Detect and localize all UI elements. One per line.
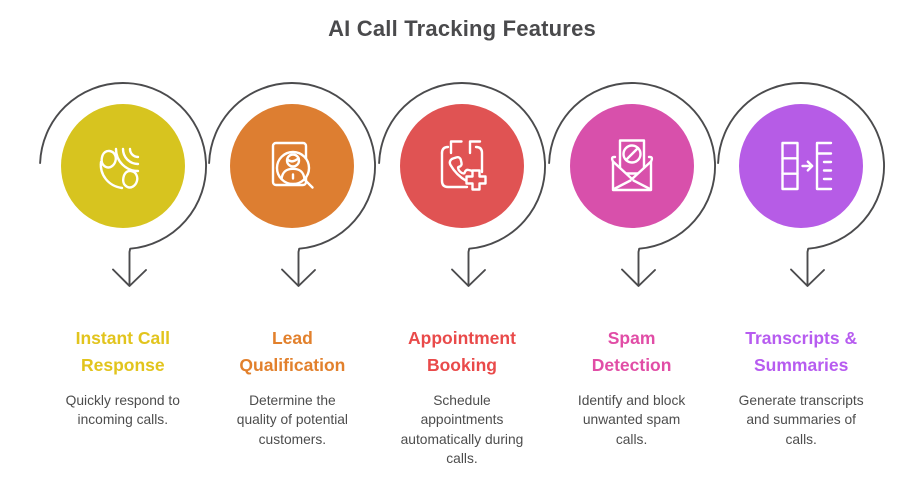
feature-heading: Appointment Booking xyxy=(408,328,516,376)
loop-arrow xyxy=(547,82,716,287)
feature-graphic xyxy=(547,82,716,287)
feature-description: Identify and block unwanted spam calls. xyxy=(577,392,686,447)
feature-column-appointment-booking: Appointment Booking Schedule appointment… xyxy=(377,74,547,468)
feature-graphic xyxy=(38,82,207,287)
feature-description: Quickly respond to incoming calls. xyxy=(65,392,180,428)
profile-magnifier-icon xyxy=(272,141,315,189)
feature-description: Determine the quality of potential custo… xyxy=(236,392,348,447)
feature-circle xyxy=(739,104,864,228)
feature-column-instant-call-response: Instant Call Response Quickly respond to… xyxy=(38,74,208,468)
loop-arrow xyxy=(717,82,886,287)
feature-graphic xyxy=(717,82,886,287)
feature-heading: Transcripts & Summaries xyxy=(745,328,858,376)
calendar-phone-plus-icon xyxy=(440,140,487,191)
loop-arrow xyxy=(208,82,377,287)
feature-column-spam-detection: Spam Detection Identify and block unwant… xyxy=(547,74,717,468)
feature-description: Schedule appointments automatically duri… xyxy=(400,392,524,466)
feature-heading: Lead Qualification xyxy=(239,328,346,376)
feature-graphic xyxy=(378,82,546,287)
page-title: AI Call Tracking Features xyxy=(328,16,596,41)
loop-arrow xyxy=(38,82,207,287)
phone-ringing-icon xyxy=(99,147,139,190)
table-to-summary-icon xyxy=(781,141,833,191)
feature-column-lead-qualification: Lead Qualification Determine the quality… xyxy=(208,74,378,468)
feature-circle xyxy=(569,104,694,228)
feature-column-transcripts-summaries: Transcripts & Summaries Generate transcr… xyxy=(716,74,886,468)
feature-heading: Spam Detection xyxy=(591,328,672,376)
feature-description: Generate transcripts and summaries of ca… xyxy=(738,392,864,447)
loop-arrow xyxy=(378,82,546,287)
features-row: Instant Call Response Quickly respond to… xyxy=(0,74,924,468)
feature-graphic xyxy=(208,82,377,287)
feature-heading: Instant Call Response xyxy=(75,328,170,376)
blocked-mail-icon xyxy=(610,139,653,192)
